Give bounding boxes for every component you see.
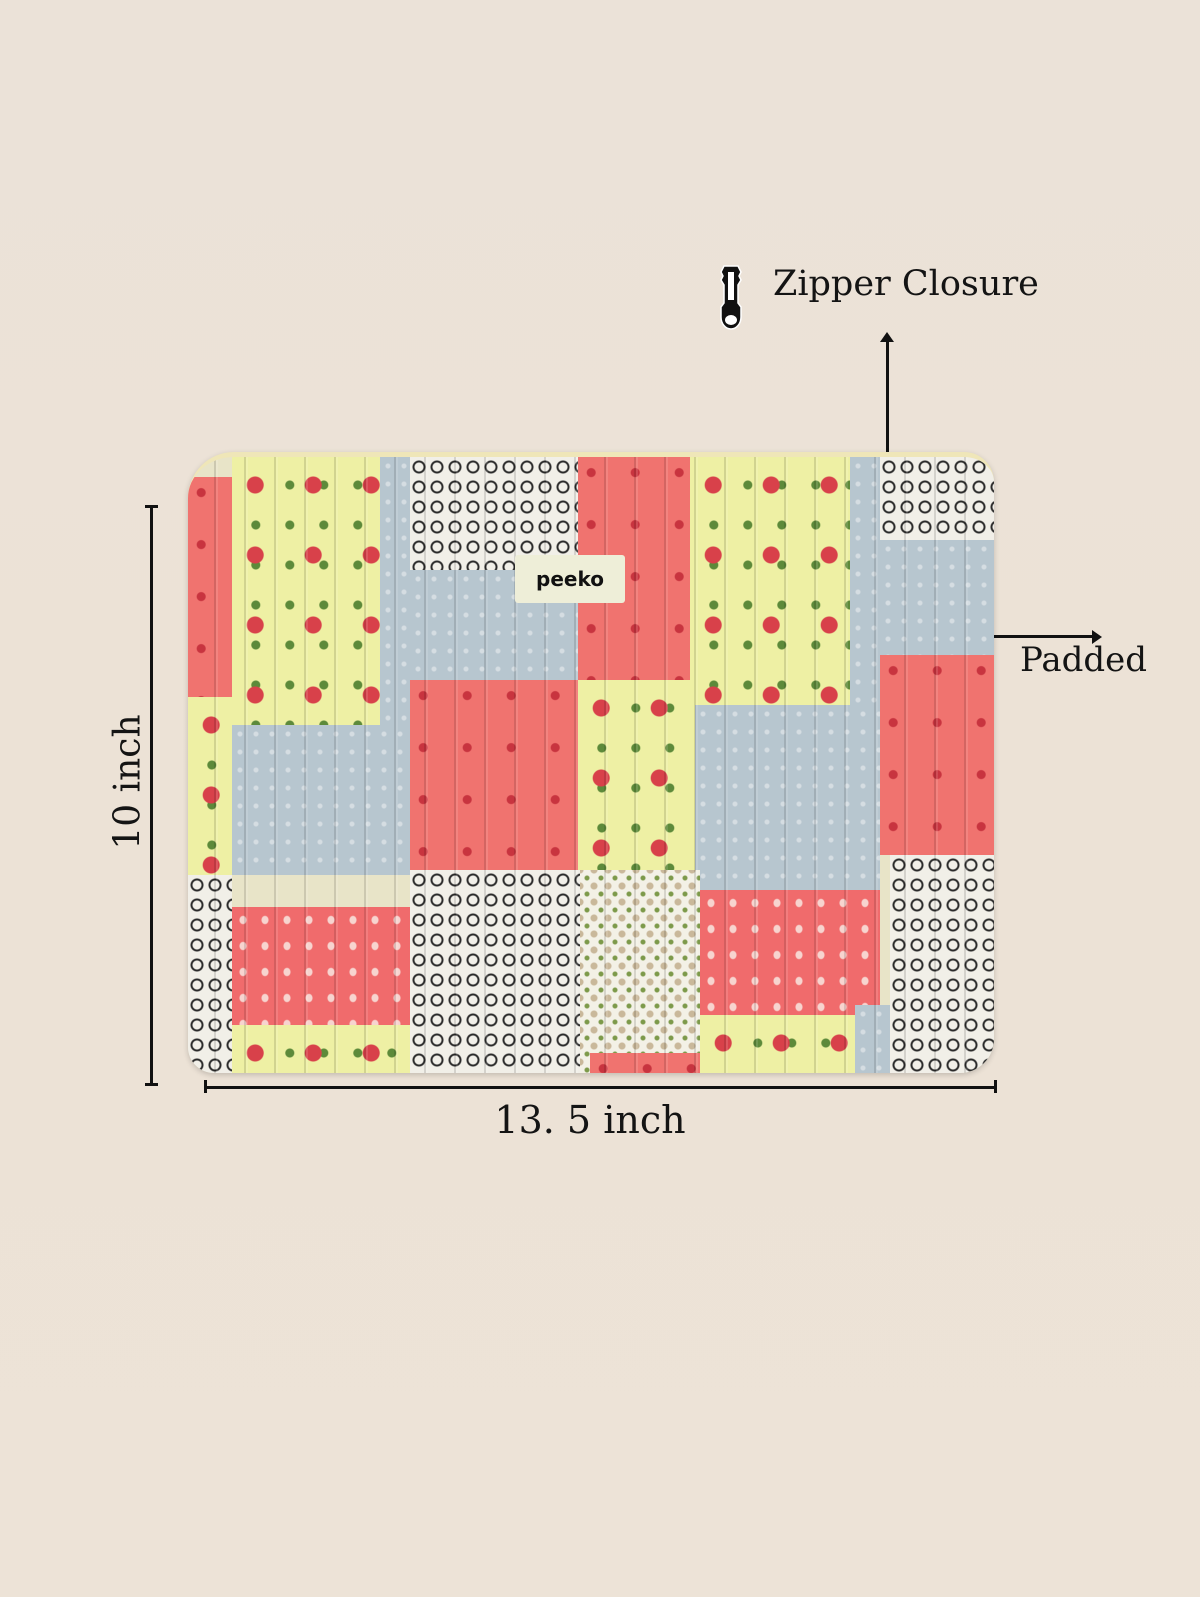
padded-label: Padded xyxy=(1020,640,1148,680)
height-tick-bottom xyxy=(145,1083,158,1086)
zipper-arrow xyxy=(886,338,889,452)
brand-label-tag: peeko xyxy=(515,555,625,603)
width-dimension-line xyxy=(205,1086,996,1089)
height-label: 10 inch xyxy=(107,714,149,850)
padded-arrow xyxy=(988,635,1094,638)
zipper-icon xyxy=(712,264,750,336)
width-tick-right xyxy=(994,1080,997,1093)
height-dimension-line xyxy=(150,505,153,1085)
width-label: 13. 5 inch xyxy=(494,1098,686,1142)
width-tick-left xyxy=(204,1080,207,1093)
padded-arrow-head xyxy=(1092,630,1102,644)
zipper-arrow-head xyxy=(880,332,894,342)
laptop-sleeve-image: peeko xyxy=(188,452,994,1073)
height-tick-top xyxy=(145,505,158,508)
zipper-closure-label: Zipper Closure xyxy=(773,264,1039,304)
